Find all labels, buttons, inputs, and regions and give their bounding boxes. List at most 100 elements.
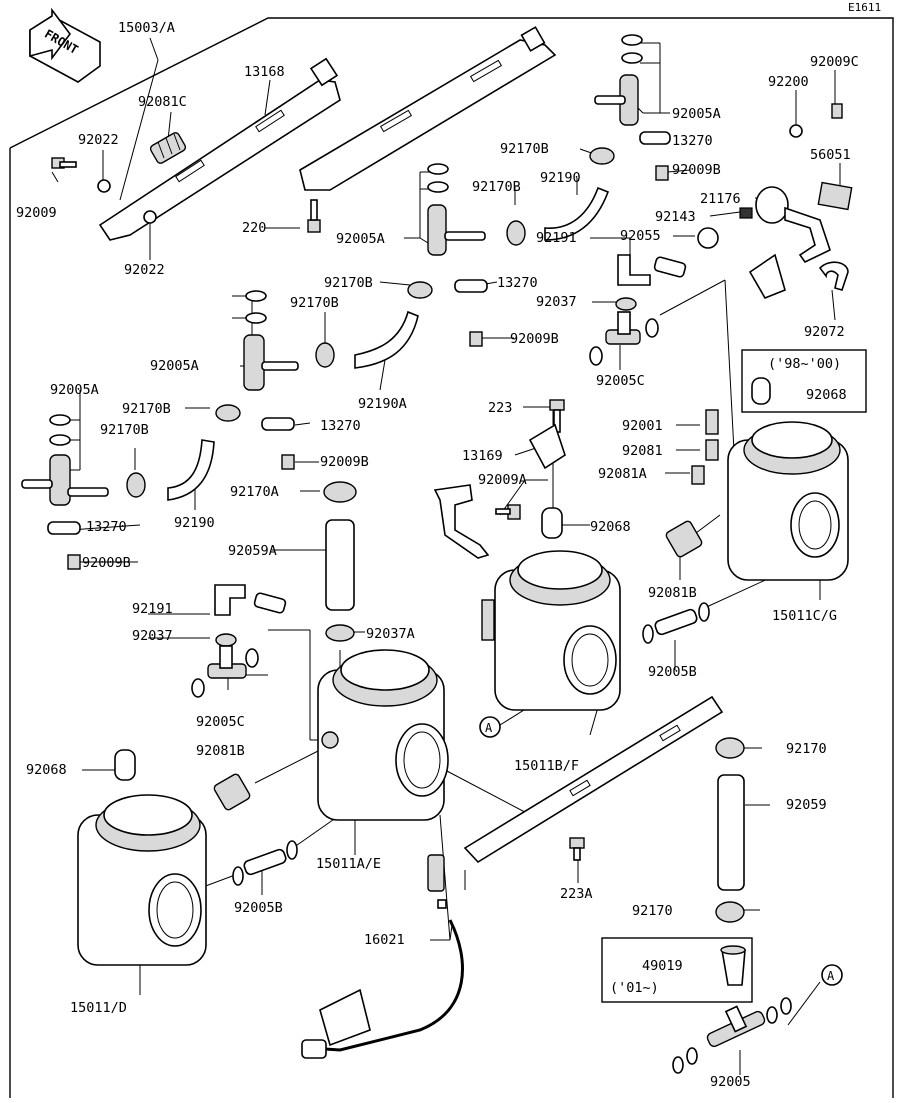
spring-92081b-b <box>213 773 251 811</box>
front-arrow-icon: FRONT <box>29 7 101 83</box>
hose-92059 <box>717 774 745 891</box>
label-92037a: 92037A <box>366 626 415 642</box>
label-92005a-mid: 92005A <box>336 231 385 247</box>
label-92005b-a: 92005B <box>648 664 697 680</box>
label-92005: 92005 <box>710 1074 751 1090</box>
label-92072: 92072 <box>804 324 845 340</box>
cap-92068-left <box>114 749 136 781</box>
cap-92068-mid <box>541 507 563 539</box>
label-92170a: 92170A <box>230 484 279 500</box>
label-92059: 92059 <box>786 797 827 813</box>
label-49019: 49019 <box>642 958 683 974</box>
clamp-92170b-d <box>315 342 335 368</box>
hose-piece-92191-b <box>253 592 287 614</box>
fitting-92005c-a <box>589 311 659 366</box>
cap-92068-inset <box>751 377 771 405</box>
label-92170-b: 92170 <box>632 903 673 919</box>
label-92170-a: 92170 <box>786 741 827 757</box>
label-92022-a: 92022 <box>78 132 119 148</box>
label-15011a-e: 15011A/E <box>316 856 381 872</box>
label-92037-b: 92037 <box>132 628 173 644</box>
label-92170b-e: 92170B <box>122 401 171 417</box>
filter-49019 <box>720 945 746 986</box>
washer-92022-a <box>97 179 111 193</box>
label-92081: 92081 <box>622 443 663 459</box>
clip-92037-b <box>215 633 237 647</box>
bolt-92009a <box>495 504 521 520</box>
label-92005a-left: 92005A <box>150 358 199 374</box>
clamp-92170b-e <box>215 404 241 422</box>
figure-id: E1611 <box>848 1 881 14</box>
label-13168: 13168 <box>244 64 285 80</box>
label-92068-a: 92068 <box>806 387 847 403</box>
label-92059a: 92059A <box>228 543 277 559</box>
sensor-21176 <box>755 186 831 264</box>
clamp-92170b-a <box>589 147 615 165</box>
label-15011-d: 15011/D <box>70 1000 127 1016</box>
label-15011b-f: 15011B/F <box>514 758 579 774</box>
label-21176: 21176 <box>700 191 741 207</box>
label-92009b-a: 92009B <box>672 162 721 178</box>
screw-223a <box>569 837 585 861</box>
label-13169: 13169 <box>462 448 503 464</box>
label-92009b-b: 92009B <box>510 331 559 347</box>
washer-92022-b <box>143 210 157 224</box>
label-13270-d: 13270 <box>86 519 127 535</box>
label-92170b-f: 92170B <box>100 422 149 438</box>
hose-92191-a <box>617 254 651 286</box>
bolt-92009b-c <box>281 454 295 470</box>
clamp-92170-a <box>715 737 745 759</box>
clip-92072 <box>818 261 849 291</box>
bracket-13270-a <box>639 131 671 145</box>
bolt-92009 <box>51 157 77 169</box>
label-223: 223 <box>488 400 512 416</box>
label-15011c-g: 15011C/G <box>772 608 837 624</box>
bracket-13270-c <box>261 417 295 431</box>
label-92009b-d: 92009B <box>82 555 131 571</box>
clamp-92170b-f <box>126 472 146 498</box>
bolt-92009c <box>831 103 843 119</box>
label-92191-a: 92191 <box>536 230 577 246</box>
spring-92081b-a <box>665 520 703 558</box>
label-92081b-b: 92081B <box>196 743 245 759</box>
hose-piece-92191-a <box>653 256 687 278</box>
hose-92190 <box>544 186 610 241</box>
cable-16021 <box>301 854 464 1059</box>
label-15003a: 15003/A <box>118 20 175 36</box>
label-92170b-b: 92170B <box>472 179 521 195</box>
label-92170b-c: 92170B <box>324 275 373 291</box>
joint-92005b-b <box>232 840 298 886</box>
fitting-92005a-far-left <box>21 414 109 506</box>
label-220: 220 <box>242 220 266 236</box>
inset-label-98-00: ('98~'00) <box>768 356 841 372</box>
clip-92037a <box>325 624 355 642</box>
fitting-92005-bottom <box>672 997 792 1074</box>
clamp-92170-b <box>715 901 745 923</box>
label-92005a-far-left: 92005A <box>50 382 99 398</box>
screw-92001 <box>705 409 719 435</box>
label-13270-c: 13270 <box>320 418 361 434</box>
carburetor-15011b-f <box>481 550 621 711</box>
hose-92190a <box>354 310 419 369</box>
fitting-92005c-b <box>191 645 259 698</box>
bracket-throttle <box>433 484 490 559</box>
marker-a-bottom: A <box>821 964 843 986</box>
washer-92200 <box>789 124 803 138</box>
hose-92059a <box>325 519 355 611</box>
label-92055: 92055 <box>620 228 661 244</box>
label-92143: 92143 <box>655 209 696 225</box>
frame-border <box>9 17 894 1098</box>
spring-92081a <box>691 465 705 485</box>
label-92190: 92190 <box>540 170 581 186</box>
label-92037-a: 92037 <box>536 294 577 310</box>
label-13270-b: 13270 <box>497 275 538 291</box>
carburetor-15011-d <box>77 794 207 966</box>
fitting-92005a-mid <box>427 163 486 256</box>
label-223a: 223A <box>560 886 593 902</box>
carburetor-15011c-g <box>727 421 849 581</box>
oring-92055 <box>697 227 719 249</box>
bolt-220 <box>307 199 321 233</box>
label-92190-left: 92190 <box>174 515 215 531</box>
label-92001: 92001 <box>622 418 663 434</box>
fuel-rail-bracket-left <box>98 57 341 241</box>
